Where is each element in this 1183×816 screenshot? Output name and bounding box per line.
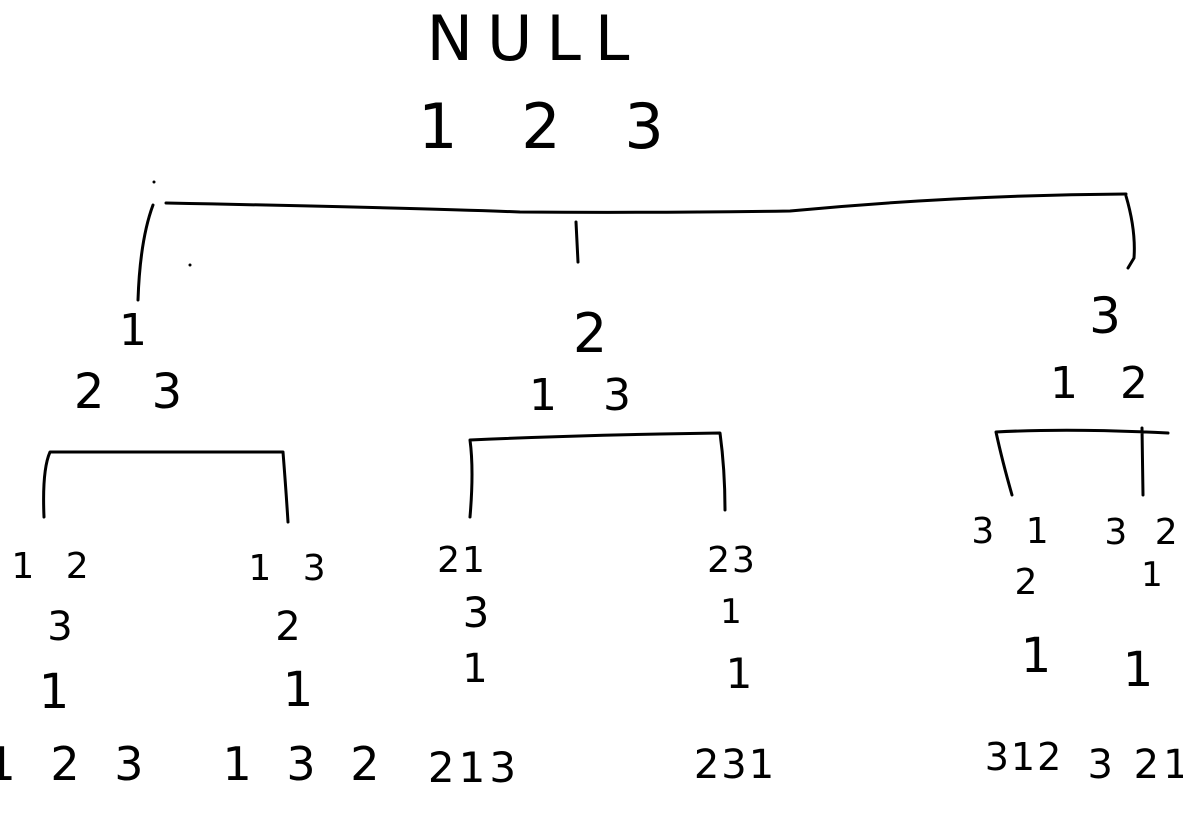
stray-dot — [152, 180, 156, 184]
branch-bracket-right — [994, 426, 1170, 497]
level2-prefix: 3 2 — [1104, 512, 1183, 553]
level2-result: 1 2 3 — [0, 737, 154, 791]
level2-last: 1 — [726, 649, 753, 698]
level1-remaining: 2 3 — [74, 364, 198, 420]
level2-last: 1 — [39, 664, 70, 720]
branch-bracket-left — [42, 450, 290, 524]
root-title: NULL — [427, 2, 644, 75]
level1-remaining: 1 2 — [1050, 358, 1162, 409]
level2-prefix: 3 1 — [971, 511, 1058, 552]
root-bracket-right-leg — [1124, 194, 1136, 270]
root-remaining: 1 2 3 — [418, 90, 686, 163]
level2-last: 1 — [1021, 628, 1052, 684]
level2-last: 1 — [462, 646, 487, 692]
level1-chosen: 2 — [573, 302, 607, 365]
level2-next: 1 — [1141, 555, 1163, 595]
level1-chosen: 1 — [119, 305, 147, 356]
level2-last: 1 — [283, 662, 314, 718]
branch-bracket-center — [468, 431, 727, 519]
stray-dot — [188, 263, 192, 267]
level2-result: 312 — [985, 735, 1064, 779]
level2-next: 3 — [463, 588, 490, 637]
level2-next: 2 — [1015, 562, 1038, 603]
root-bracket-left-leg — [136, 203, 155, 302]
level2-prefix: 1 2 — [11, 546, 98, 587]
level2-result: 231 — [694, 742, 776, 788]
level2-result: 213 — [428, 743, 520, 792]
level1-remaining: 1 3 — [529, 370, 647, 421]
level2-prefix: 21 — [437, 540, 487, 581]
level2-prefix: 1 3 — [248, 548, 335, 589]
level2-prefix: 23 — [707, 540, 757, 581]
level2-next: 1 — [720, 592, 742, 632]
level2-result: 1 3 2 — [222, 737, 389, 791]
root-bracket-center-leg — [574, 220, 580, 264]
level1-chosen: 3 — [1089, 287, 1121, 345]
level2-last: 1 — [1123, 642, 1154, 698]
level2-next: 3 — [47, 604, 72, 650]
level2-result: 3 21 — [1087, 742, 1183, 788]
level2-next: 2 — [275, 604, 300, 650]
root-bracket-bar — [164, 192, 1128, 214]
